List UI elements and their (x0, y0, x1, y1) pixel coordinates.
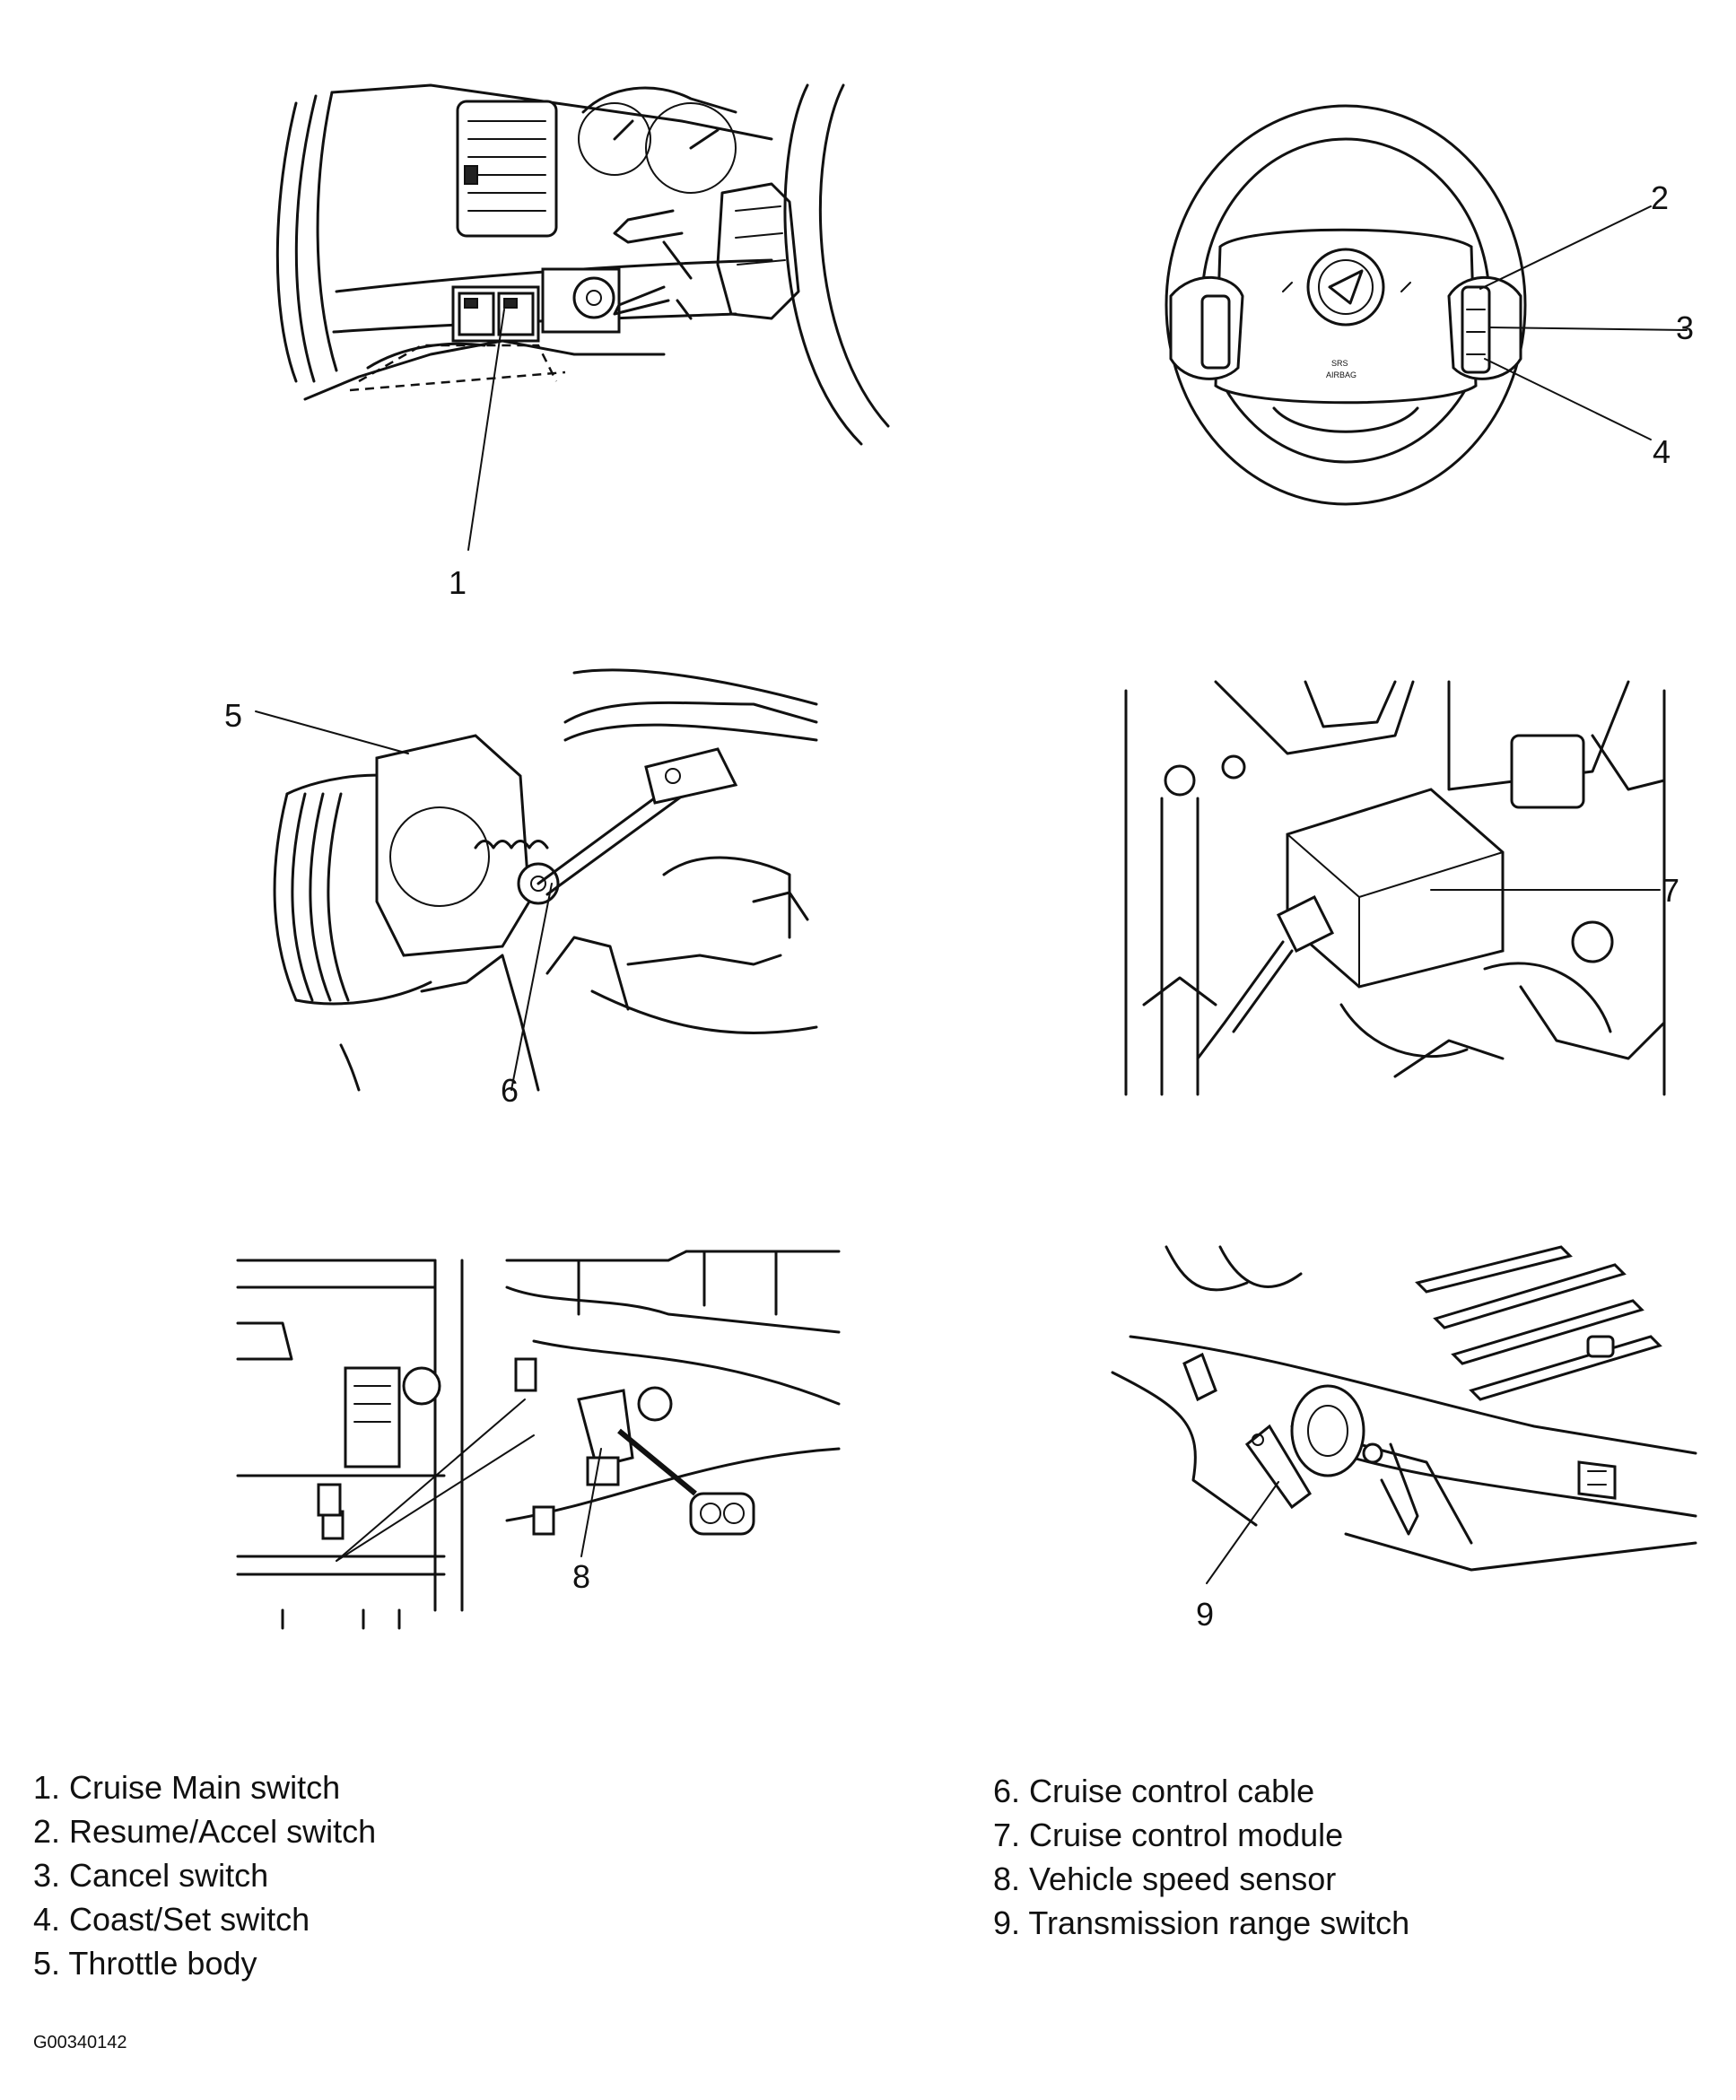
callout-2: 2 (1651, 179, 1670, 216)
throttle-body-illustration (287, 668, 816, 1090)
callout-8: 8 (572, 1558, 591, 1595)
callout-7: 7 (1662, 872, 1680, 909)
legend-left: 1. Cruise Main switch 2. Resume/Accel sw… (33, 1765, 376, 1985)
callout-9: 9 (1196, 1596, 1215, 1633)
callout-6: 6 (501, 1072, 519, 1109)
legend-item: 5. Throttle body (33, 1945, 257, 1982)
callout-4: 4 (1653, 433, 1671, 470)
steering-wheel-illustration: SRS AIRBAG (1166, 99, 1705, 520)
dashboard-illustration (269, 85, 897, 498)
callout-5: 5 (224, 697, 243, 734)
legend-item: 4. Coast/Set switch (33, 1901, 310, 1938)
legend-item: 6. Cruise control cable (993, 1773, 1315, 1809)
legend-item: 2. Resume/Accel switch (33, 1813, 377, 1850)
callout-1: 1 (449, 564, 467, 601)
speed-sensor-illustration (238, 1251, 839, 1628)
legend-item: 7. Cruise control module (993, 1817, 1344, 1853)
legend-item: 8. Vehicle speed sensor (993, 1860, 1337, 1897)
legend-item: 9. Transmission range switch (993, 1904, 1410, 1941)
svg-text:SRS: SRS (1331, 359, 1348, 368)
legend-item: 3. Cancel switch (33, 1857, 269, 1894)
figure-code: G00340142 (33, 2033, 127, 2052)
legend-right: 6. Cruise control cable 7. Cruise contro… (993, 1769, 1409, 1945)
legend-item: 1. Cruise Main switch (33, 1769, 341, 1806)
range-switch-illustration (1112, 1247, 1696, 1624)
callout-3: 3 (1676, 309, 1695, 346)
cruise-module-illustration (1126, 682, 1664, 1094)
svg-text:AIRBAG: AIRBAG (1326, 370, 1357, 379)
